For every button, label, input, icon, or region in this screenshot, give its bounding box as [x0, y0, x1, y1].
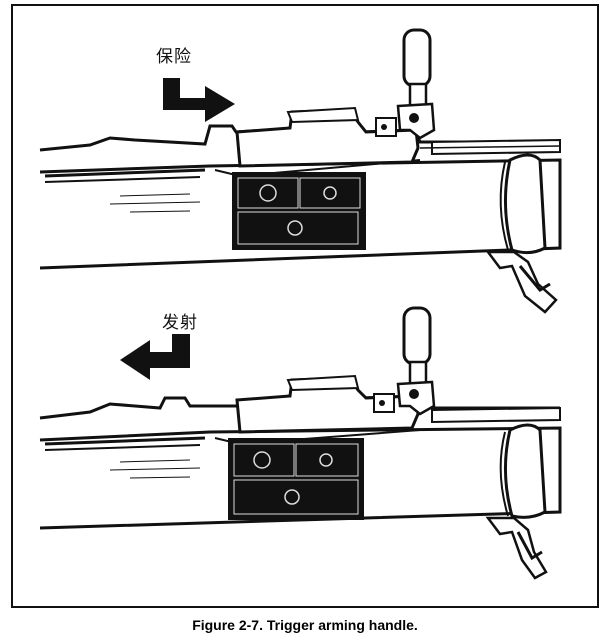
arrow-left-icon — [120, 334, 190, 380]
launcher-illustration-safe — [39, 28, 562, 314]
launcher-illustration-fire — [39, 306, 562, 580]
sling-clip — [485, 516, 548, 580]
end-cap — [504, 153, 547, 255]
arrow-right-icon — [163, 78, 235, 122]
instruction-plate — [232, 172, 366, 250]
end-cap — [504, 423, 547, 519]
panel-fire: 发射 — [0, 290, 610, 590]
trigger-arming-handle — [402, 306, 432, 366]
panel-safe: 保险 — [0, 0, 610, 314]
panel-label-safe: 保险 — [156, 47, 192, 67]
panel-label-fire: 发射 — [162, 313, 198, 333]
sling-clip — [485, 250, 558, 314]
trigger-arming-handle — [402, 28, 432, 88]
figure-caption: Figure 2-7. Trigger arming handle. — [192, 617, 418, 633]
